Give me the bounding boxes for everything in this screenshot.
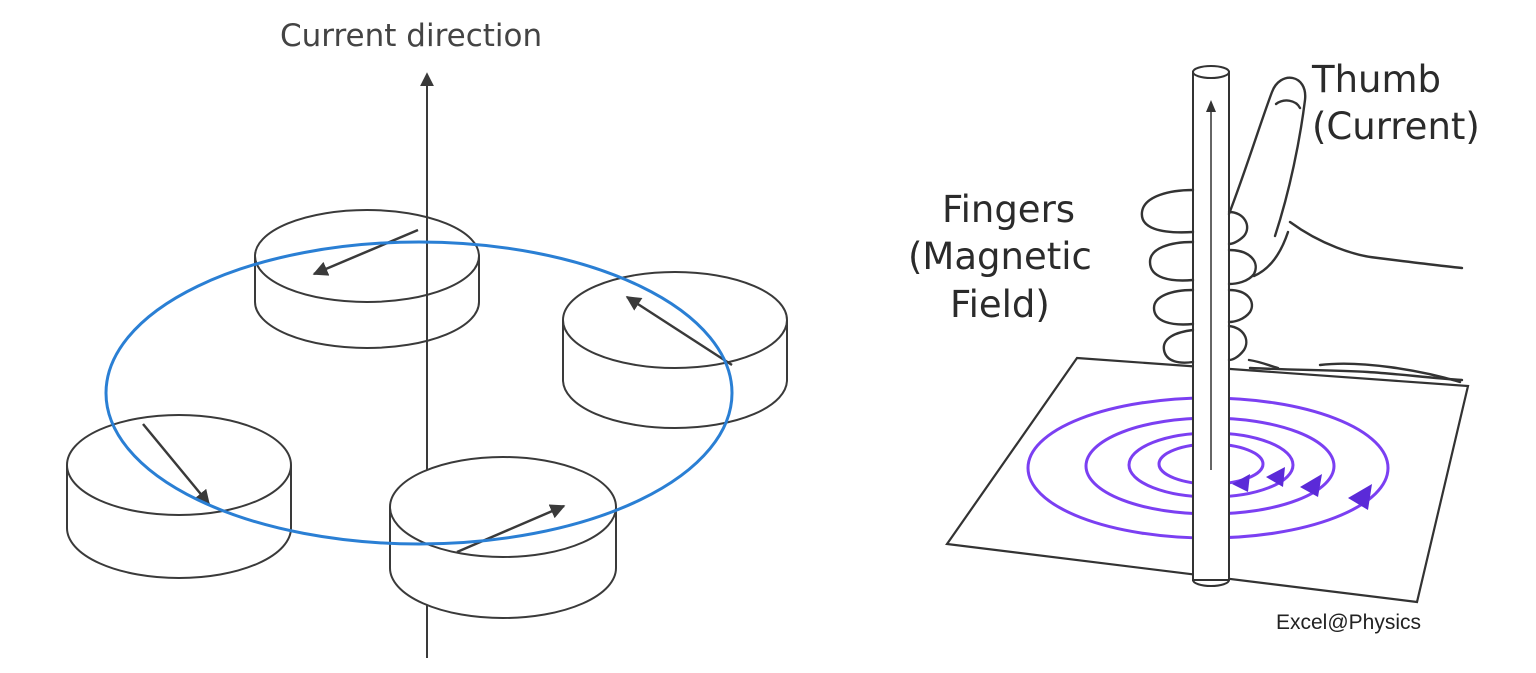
field-circle-arrows [1232,467,1372,510]
magnetic-field-loop [104,240,734,546]
thumb-label-line1: Thumb [1312,58,1442,101]
compass-needle-bottom [389,456,617,658]
compass-needle-left [66,414,292,579]
fingers-label: Fingers (Magnetic Field) [908,186,1092,328]
fingers-label-line1: Fingers [942,188,1076,231]
current-wire [1192,65,1230,587]
fingers-label-line2: (Magnetic [908,235,1092,279]
hand-outline [1140,76,1464,384]
right-hand-diagram [945,65,1470,604]
thumb-label: Thumb (Current) [1312,56,1480,151]
thumb-label-line2: (Current) [1312,105,1480,149]
credit-watermark: Excel@Physics [1276,611,1422,634]
fingers-label-line3: Field) [950,282,1050,326]
compass-needle-right [562,271,788,429]
compass-needle-top [254,209,480,349]
compass-diagram [66,72,788,658]
current-direction-label: Current direction [280,18,543,54]
